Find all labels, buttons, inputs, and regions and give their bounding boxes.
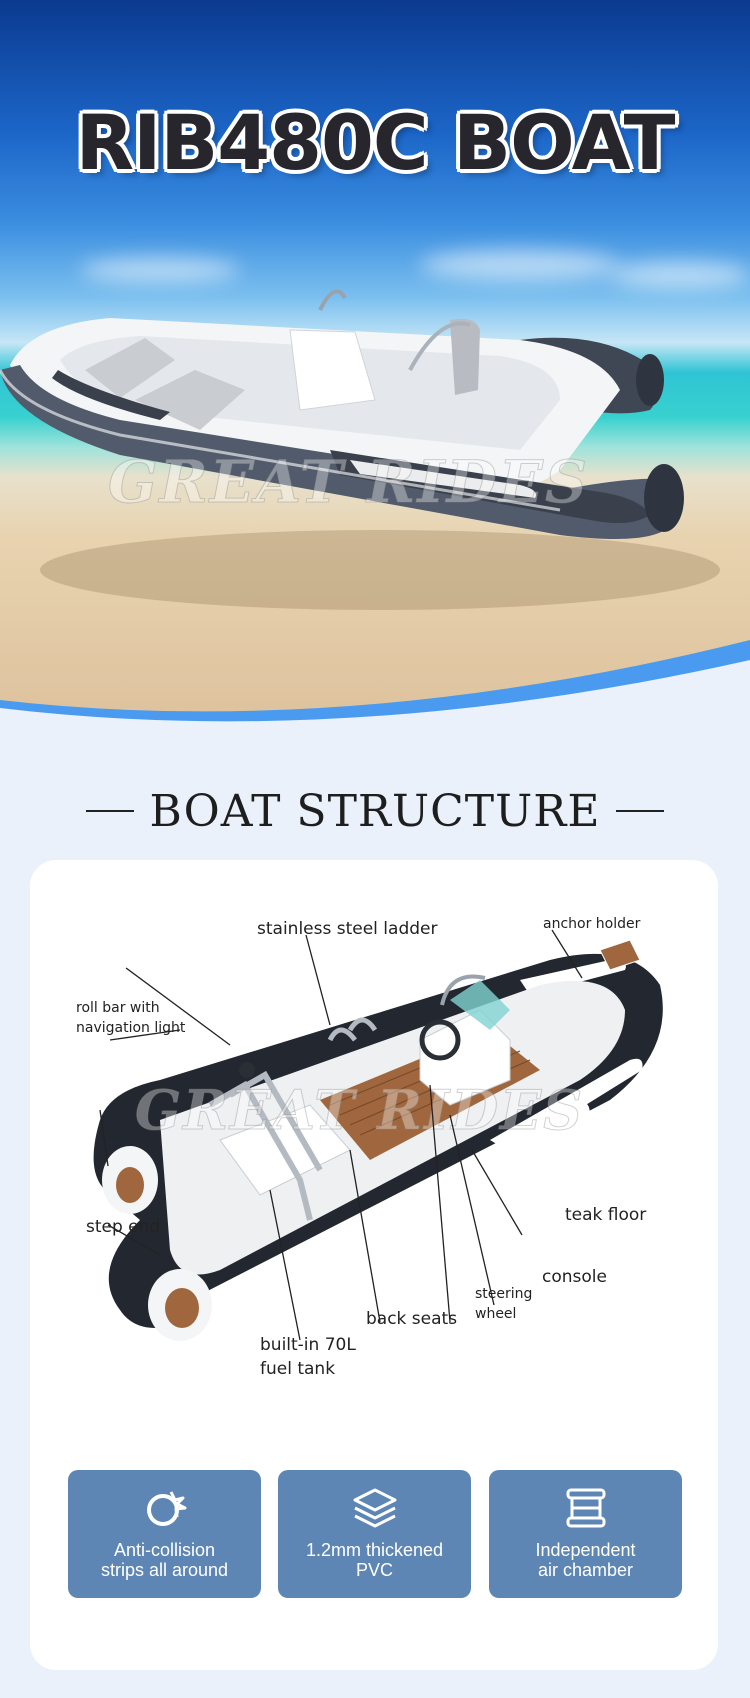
feature-tile-anti-collision: Anti-collision strips all around [68, 1470, 261, 1598]
label-teak-floor: teak floor [565, 1205, 647, 1225]
callout-leader-lines [99, 929, 583, 1341]
structure-card: GREAT RIDES stainless steel ladder ancho… [30, 860, 718, 1670]
feature-line1: Anti-collision [113, 1540, 216, 1560]
section-title: BOAT STRUCTURE [149, 785, 601, 837]
boat-photo [0, 289, 720, 610]
hero-watermark: GREAT RIDES [108, 448, 589, 517]
air-chamber-icon [566, 1488, 605, 1528]
feature-tile-pvc: 1.2mm thickened PVC [278, 1470, 471, 1598]
page-title: RIB480C BOAT [75, 98, 676, 187]
label-roll-bar-line2: navigation light [76, 1020, 186, 1036]
feature-line1: Independent [535, 1540, 636, 1560]
boat-structure-diagram [93, 939, 663, 1341]
feature-line2: PVC [355, 1560, 393, 1580]
hero-banner: RIB480C BOAT GREAT RIDES [0, 0, 750, 745]
label-step-end: step end [86, 1217, 161, 1237]
heading-rule-right [616, 810, 665, 812]
layers-icon [353, 1488, 396, 1528]
feature-line1: 1.2mm thickened [305, 1540, 444, 1560]
blue-wave-divider [0, 640, 750, 745]
label-steering-line1: steering [475, 1286, 533, 1302]
label-stainless-steel-ladder: stainless steel ladder [257, 919, 438, 939]
feature-text: Anti-collision strips all around [74, 1540, 255, 1580]
feature-tile-air-chamber: Independent air chamber [489, 1470, 682, 1598]
feature-text: Independent air chamber [495, 1540, 676, 1580]
label-console: console [542, 1267, 607, 1287]
feature-line2: strips all around [100, 1560, 229, 1580]
label-steering-line2: wheel [475, 1306, 517, 1322]
label-roll-bar-line1: roll bar with [76, 1000, 160, 1016]
feature-tiles: Anti-collision strips all around 1.2mm t… [68, 1470, 682, 1598]
label-back-seats: back seats [366, 1309, 458, 1329]
diagram-watermark: GREAT RIDES [134, 1078, 585, 1143]
feature-line2: air chamber [537, 1560, 634, 1580]
anti-collision-ring-icon [146, 1491, 186, 1526]
section-heading: BOAT STRUCTURE [0, 783, 750, 839]
label-fuel-tank-line1: built-in 70L [260, 1335, 356, 1355]
heading-rule-left [85, 810, 134, 812]
feature-text: 1.2mm thickened PVC [284, 1540, 465, 1580]
label-fuel-tank-line2: fuel tank [260, 1359, 336, 1379]
label-anchor-holder: anchor holder [543, 916, 641, 932]
